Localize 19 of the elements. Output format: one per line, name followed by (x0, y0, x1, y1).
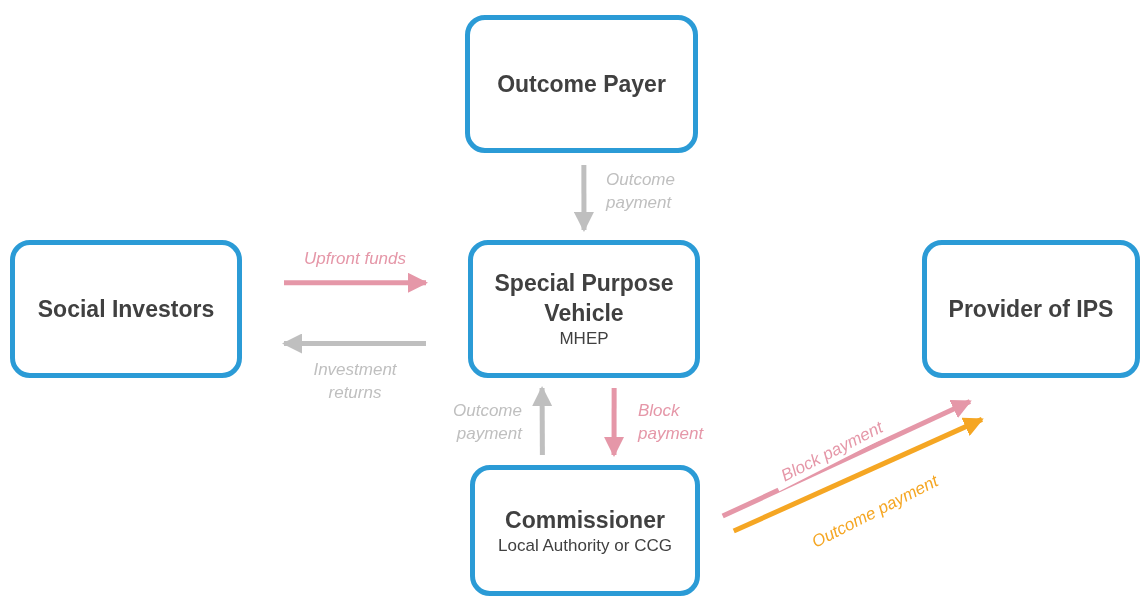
rounded-box (465, 15, 698, 153)
arrow (573, 165, 594, 232)
arrow (721, 399, 972, 519)
rounded-box (10, 240, 242, 378)
arrow (604, 388, 625, 457)
box-title: Outcome Payer (497, 70, 666, 99)
box-subtitle: MHEP (559, 328, 609, 350)
arrow (282, 333, 426, 354)
box-title: Commissioner (505, 505, 665, 535)
box-subtitle: Local Authority or CCG (498, 534, 672, 557)
arrow (532, 386, 553, 455)
arrow (732, 417, 984, 534)
rounded-box (470, 465, 700, 596)
box-title: Special Purpose Vehicle (493, 269, 675, 328)
rounded-box (468, 240, 700, 378)
box-title: Provider of IPS (948, 295, 1114, 324)
rounded-box (922, 240, 1140, 378)
arrow (284, 272, 428, 293)
box-title: Social Investors (37, 295, 215, 324)
